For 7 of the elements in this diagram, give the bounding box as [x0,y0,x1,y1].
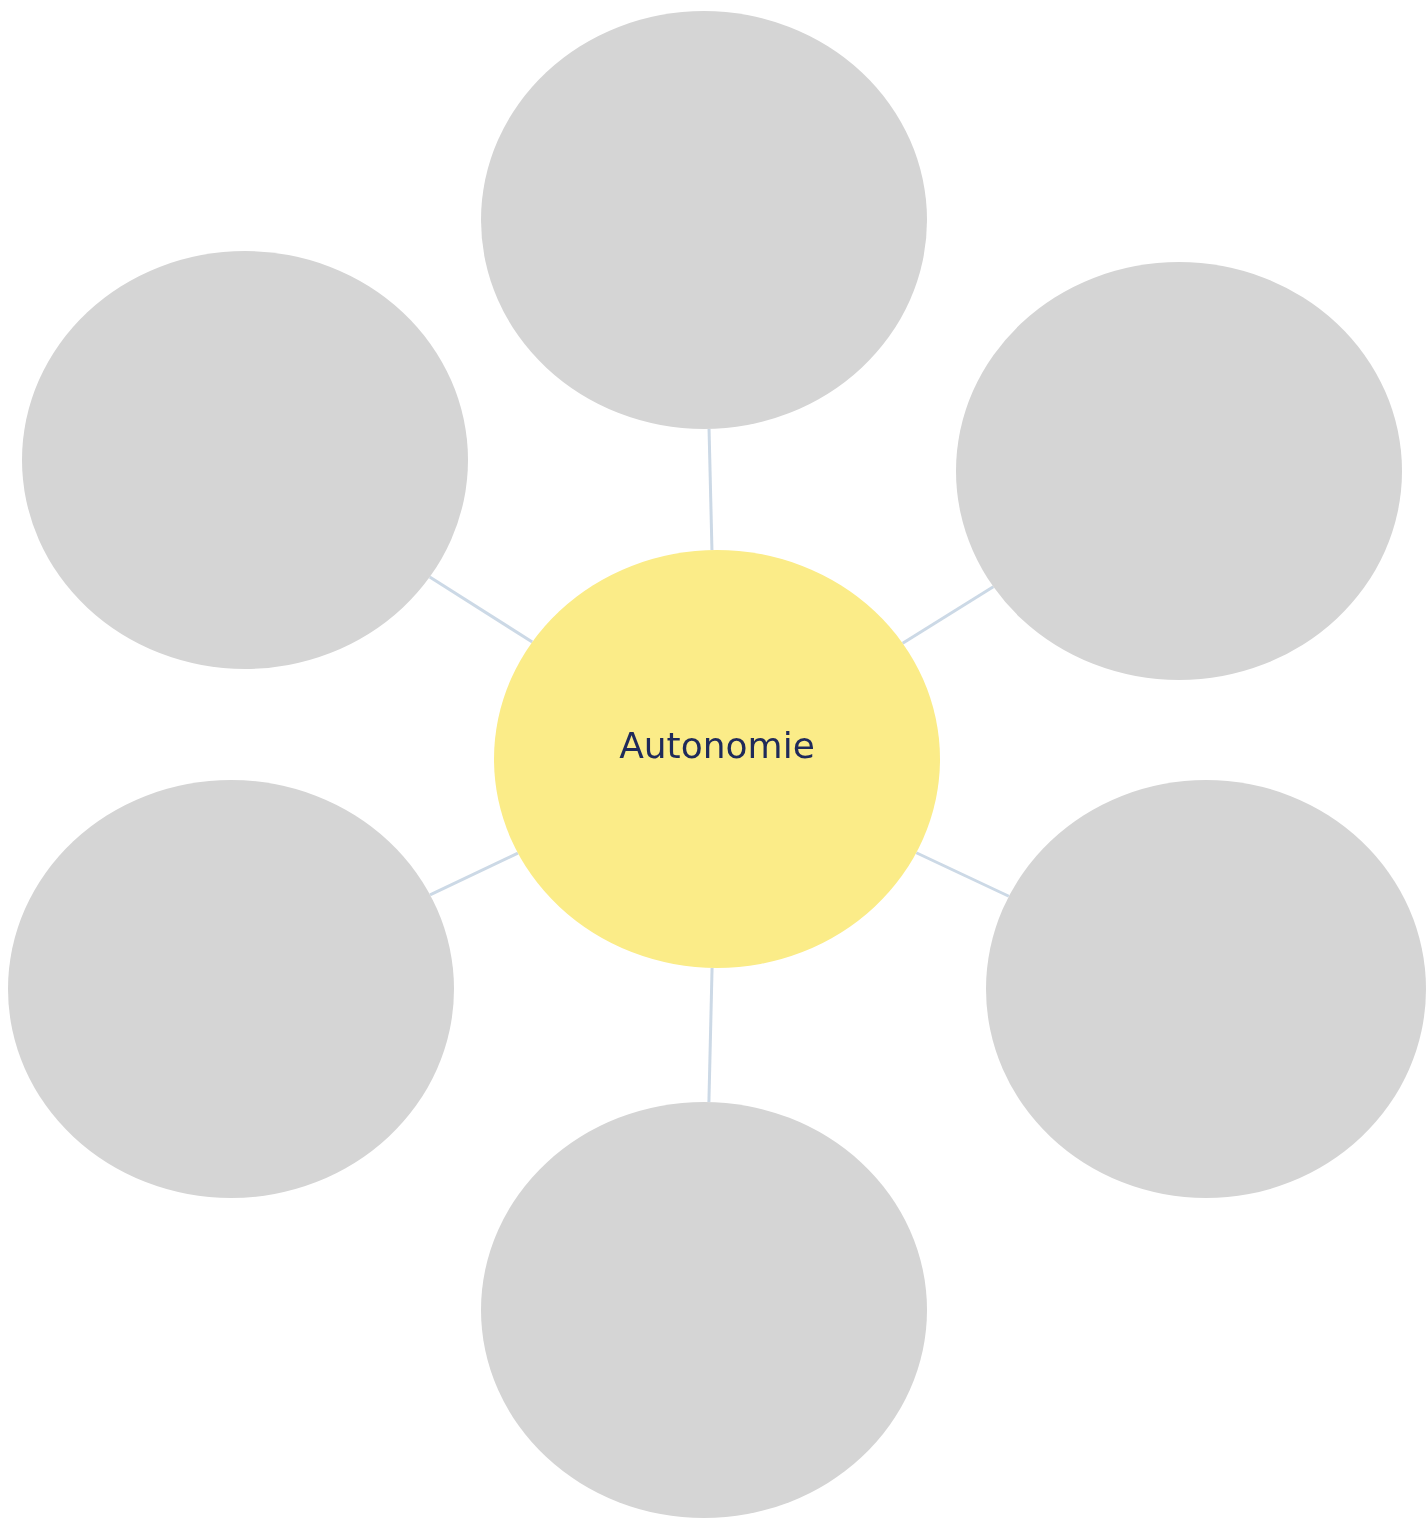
connector-line [429,851,519,897]
connector-line [707,428,714,551]
connector-line [915,851,1010,898]
connector-line [901,585,995,645]
connector-line [707,967,714,1103]
node-label: Autonomie [619,724,815,766]
connector-line [428,575,534,644]
